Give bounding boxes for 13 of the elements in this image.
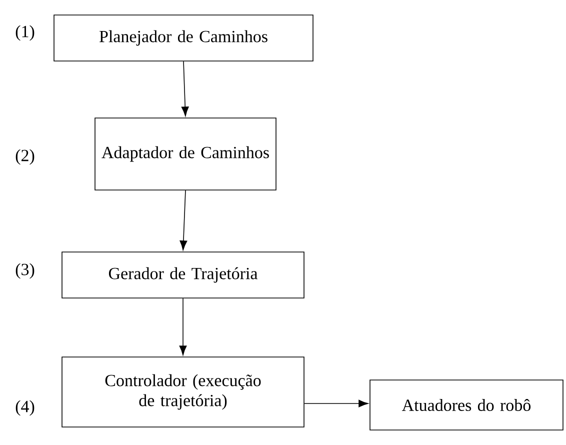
arrow xyxy=(304,400,368,408)
step-number: (4) xyxy=(16,400,34,416)
process-box: Atuadores do robô xyxy=(370,380,564,430)
step-number: (2) xyxy=(16,149,34,165)
step-number: (3) xyxy=(16,263,34,279)
process-box: Gerador de Trajetória xyxy=(62,252,304,298)
process-box: Adaptador de Caminhos xyxy=(94,118,276,190)
arrow xyxy=(181,61,189,116)
arrow xyxy=(179,298,187,356)
process-box: Planejador de Caminhos xyxy=(54,14,314,62)
process-box: Controlador (execução de trajetória) xyxy=(62,356,304,428)
arrow xyxy=(180,190,188,250)
step-number: (1) xyxy=(16,25,34,41)
